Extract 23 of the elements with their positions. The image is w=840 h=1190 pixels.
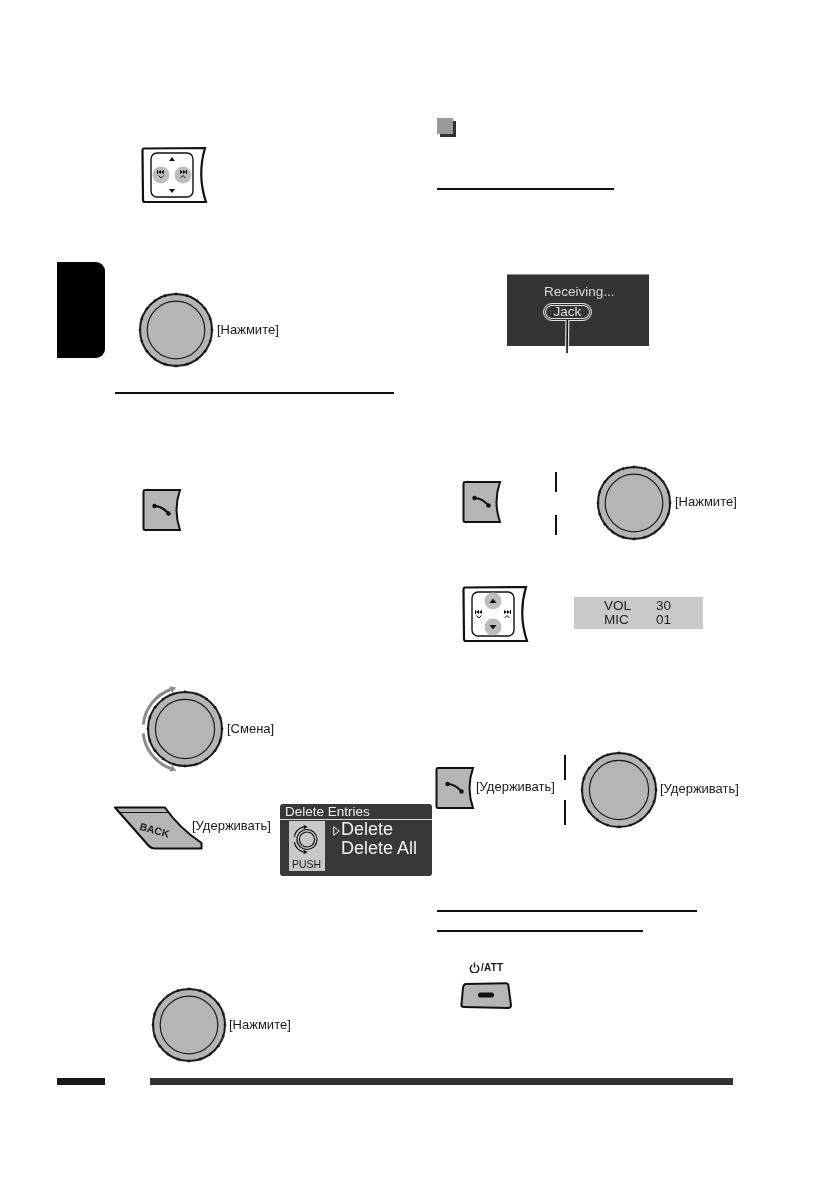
- display-text: 30: [656, 599, 672, 613]
- menu-item: Delete: [341, 820, 394, 839]
- display-text: VOL: [604, 599, 631, 613]
- display-text: MIC: [604, 612, 629, 626]
- panel-text: PUSH: [292, 859, 322, 870]
- action-label: [Нажмите]: [217, 322, 279, 338]
- display-text: Receiving...: [544, 284, 615, 299]
- button-label: /ATT: [481, 962, 504, 974]
- display-header: Delete Entries: [280, 804, 432, 820]
- action-label: [Смена]: [227, 721, 275, 737]
- action-label: [Нажмите]: [675, 494, 737, 510]
- lcd-display: [280, 804, 432, 876]
- action-label: [Нажмите]: [229, 1017, 291, 1033]
- action-label: [Удерживать]: [476, 779, 555, 795]
- leader-line: [566, 319, 569, 354]
- push-panel: [289, 821, 325, 871]
- action-label: [Удерживать]: [192, 818, 271, 834]
- lcd-display: [507, 274, 649, 346]
- menu-item: Delete All: [341, 839, 418, 858]
- caller-name: Jack: [543, 303, 592, 321]
- display-text: 01: [656, 612, 672, 626]
- lcd-display: [574, 597, 703, 629]
- action-label: [Удерживать]: [660, 781, 739, 797]
